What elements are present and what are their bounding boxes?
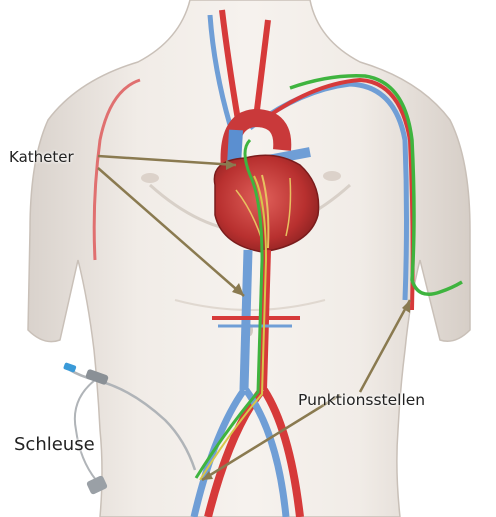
label-katheter: Katheter <box>9 148 74 166</box>
label-schleuse: Schleuse <box>14 434 95 455</box>
right-nipple <box>323 171 341 181</box>
sheath-sideport <box>75 380 96 480</box>
label-punktionsstellen: Punktionsstellen <box>298 391 425 409</box>
left-nipple <box>141 173 159 183</box>
